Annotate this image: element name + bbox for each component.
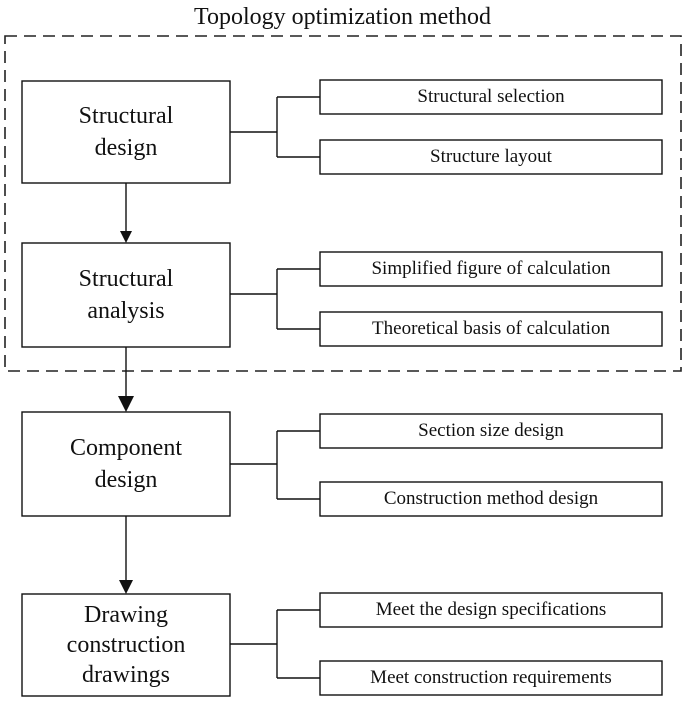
- sub-item-label: Section size design: [418, 420, 564, 441]
- sub-item-label: Meet the design specifications: [375, 599, 607, 620]
- bracket-connector-1: [230, 96, 320, 158]
- sub-item-label: Meet construction requirements: [370, 667, 612, 688]
- arrow-stage-3-to-4: [119, 516, 133, 594]
- sub-item-label: Structural selection: [417, 86, 565, 107]
- sub-item-label: Structure layout: [430, 146, 552, 167]
- topology-group-boundary: [4, 35, 682, 372]
- stage-line: Structural: [78, 266, 174, 292]
- stage-label-structural-analysis: Structural analysis: [22, 243, 230, 347]
- bracket-connector-2: [230, 268, 320, 330]
- bracket-connector-4: [230, 609, 320, 679]
- stage-line: drawings: [82, 662, 170, 688]
- stage-label-drawing-construction-drawings: Drawing construction drawings: [22, 594, 230, 696]
- stage-line: design: [94, 135, 158, 161]
- arrow-stage-2-to-3: [118, 347, 134, 412]
- stage-label-component-design: Component design: [22, 412, 230, 516]
- sub-item-label: Simplified figure of calculation: [371, 258, 611, 279]
- stage-label-structural-design: Structural design: [22, 81, 230, 183]
- stage-line: construction: [66, 632, 186, 658]
- stage-line: Drawing: [84, 602, 168, 628]
- group-title: Topology optimization method: [194, 4, 491, 30]
- sub-item-label: Construction method design: [383, 488, 599, 509]
- bracket-connector-3: [230, 430, 320, 500]
- stage-line: design: [94, 467, 158, 493]
- stage-line: analysis: [87, 298, 165, 324]
- stage-line: Structural: [78, 103, 174, 129]
- sub-item-label: Theoretical basis of calculation: [372, 318, 610, 339]
- arrow-stage-1-to-2: [120, 183, 132, 243]
- stage-line: Component: [70, 435, 182, 461]
